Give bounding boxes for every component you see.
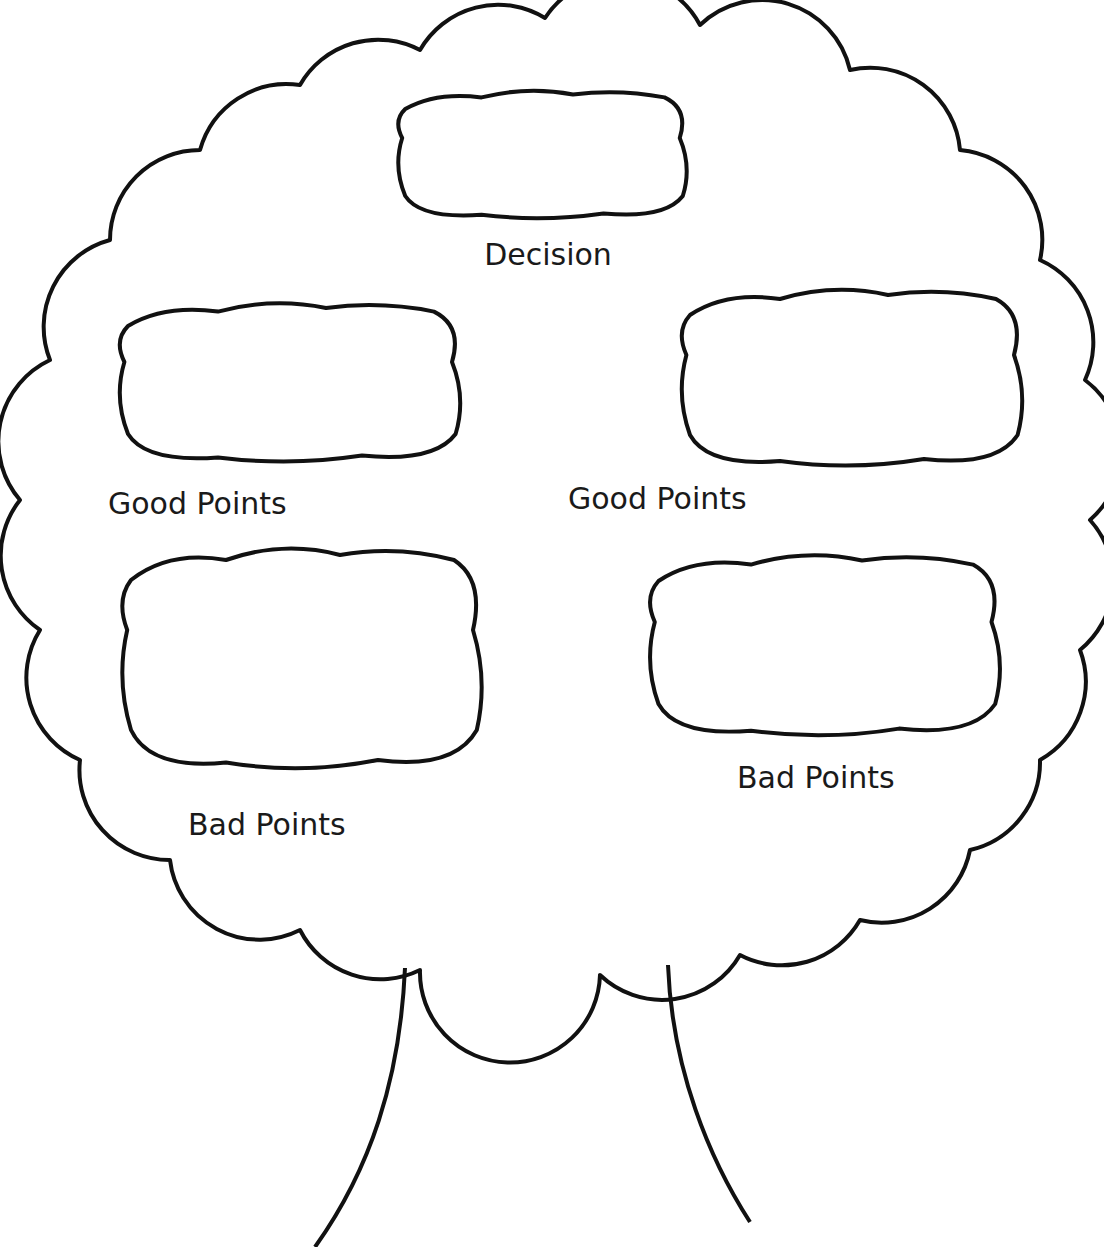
cloud-path: [120, 303, 460, 461]
cloud-label: Good Points: [108, 486, 287, 522]
cloud-box: Good Points: [672, 275, 1032, 475]
cloud-box: Bad Points: [112, 530, 492, 780]
cloud-label: Decision: [484, 237, 612, 273]
cloud-path: [682, 290, 1022, 466]
cloud-label: Bad Points: [737, 760, 895, 796]
cloud-outline: [110, 290, 470, 470]
cloud-box: Decision: [390, 80, 695, 225]
cloud-label: Bad Points: [188, 807, 346, 843]
tree-trunk-left: [315, 968, 405, 1247]
tree-trunk-right: [668, 965, 750, 1222]
cloud-label: Good Points: [568, 481, 747, 517]
cloud-box: Bad Points: [640, 540, 1010, 745]
cloud-path: [122, 549, 481, 769]
cloud-box: Good Points: [110, 290, 470, 470]
cloud-outline: [112, 530, 492, 780]
cloud-path: [398, 91, 686, 218]
cloud-outline: [672, 275, 1032, 475]
cloud-outline: [640, 540, 1010, 745]
cloud-outline: [390, 80, 695, 225]
cloud-path: [650, 555, 1000, 735]
tree-crown-outline: [0, 0, 1104, 1063]
